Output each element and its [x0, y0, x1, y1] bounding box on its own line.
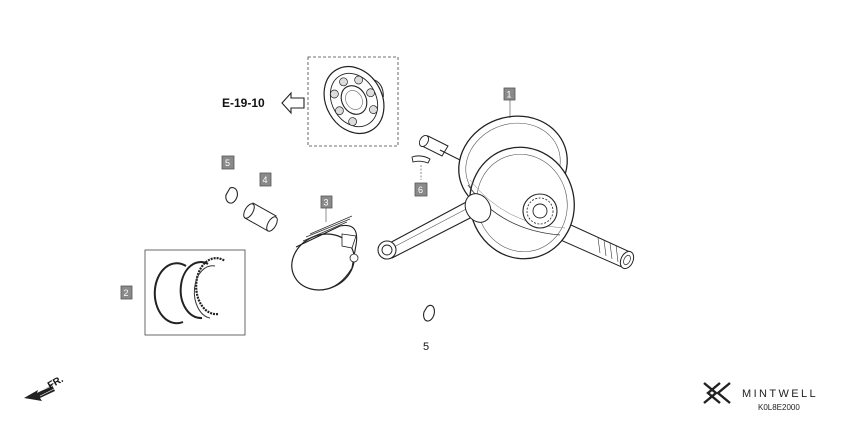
front-label: FR. [46, 374, 66, 392]
callout-piston-pin[interactable]: 4 [259, 172, 272, 187]
diagram-code: K0L8E2000 [758, 403, 800, 412]
bearing-group [307, 56, 399, 147]
callout-key[interactable]: 6 [414, 182, 428, 197]
svg-text:4: 4 [263, 175, 268, 185]
piston [291, 215, 359, 291]
svg-text:2: 2 [124, 288, 129, 298]
brand-logo: MINTWELL [703, 382, 818, 404]
svg-text:6: 6 [418, 185, 423, 195]
piston-pin [243, 202, 278, 232]
reference-label: E-19-10 [222, 96, 265, 110]
piston-rings-box [144, 249, 246, 336]
piston-rings-group [144, 249, 246, 336]
connecting-rod [383, 199, 479, 259]
bearing-dashed-box [307, 56, 399, 147]
bearing [323, 66, 385, 134]
callout-crankshaft[interactable]: 1 [503, 87, 516, 101]
mintwell-logo-icon [703, 382, 731, 404]
svg-text:5: 5 [225, 158, 230, 168]
piston-ring-2 [179, 261, 209, 320]
svg-text:3: 3 [324, 198, 329, 208]
hollow-arrow-left-icon [281, 91, 305, 115]
callout-pin-clip-lower[interactable]: 5 [423, 341, 429, 353]
pin-clip-lower [423, 304, 435, 322]
reference-link[interactable]: E-19-10 [222, 91, 305, 115]
callout-piston-rings[interactable]: 2 [120, 285, 133, 300]
callout-piston[interactable]: 3 [320, 195, 333, 209]
crankshaft-assembly [377, 115, 635, 270]
callout-pin-clip-upper[interactable]: 5 [221, 155, 235, 170]
svg-text:1: 1 [507, 90, 512, 100]
piston-ring-3 [195, 257, 226, 316]
piston-ring-1 [153, 262, 187, 325]
front-arrow-icon [24, 385, 55, 401]
front-direction-indicator: FR. [24, 374, 66, 401]
brand-name: MINTWELL [742, 388, 818, 400]
woodruff-key [411, 155, 431, 164]
pin-clip-upper [225, 187, 238, 204]
